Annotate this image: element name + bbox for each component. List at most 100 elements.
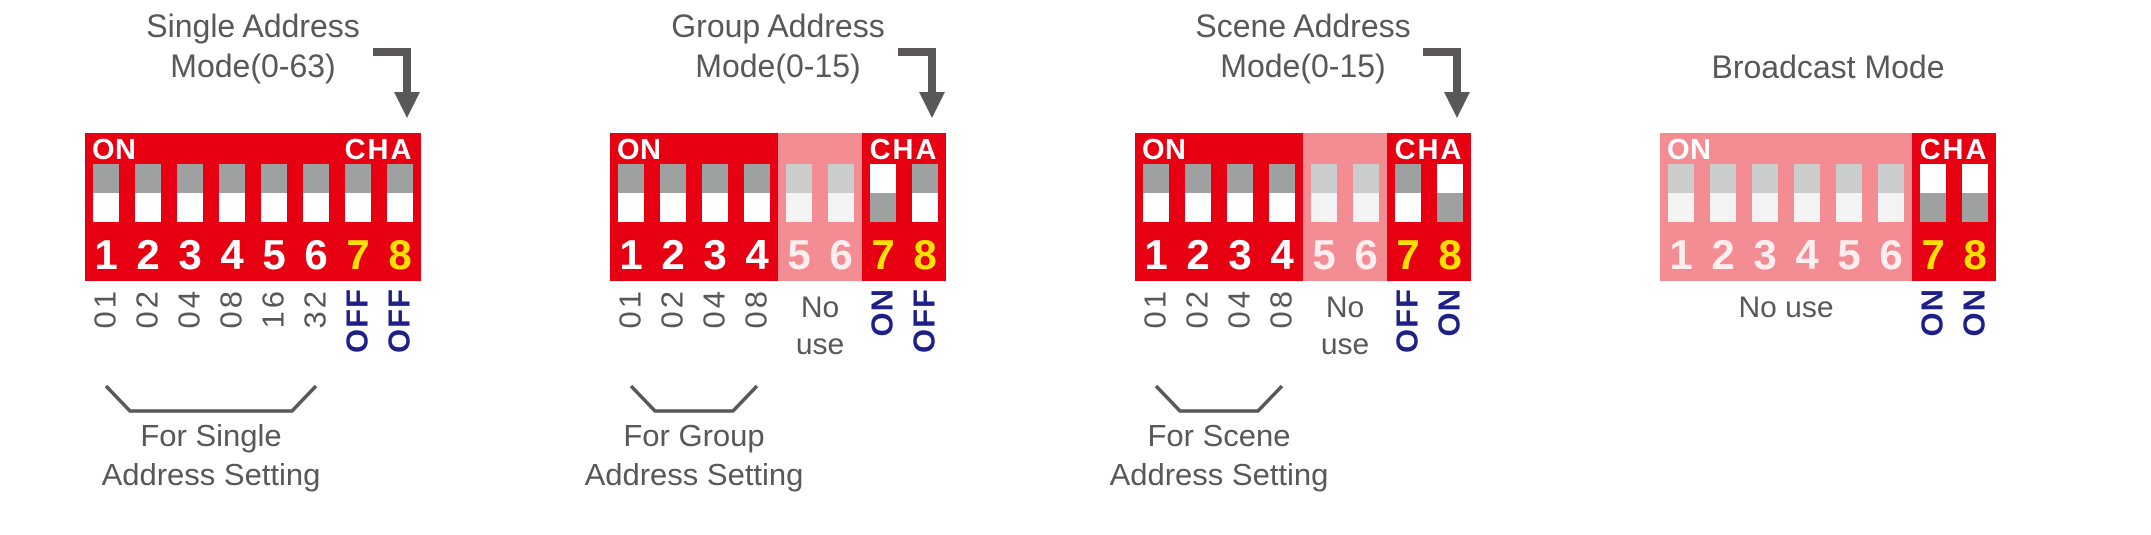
switch-slider bbox=[1920, 164, 1946, 193]
cha-label: CHA bbox=[1919, 134, 1989, 166]
switch-number: 8 bbox=[1438, 231, 1462, 278]
on-label: ON bbox=[92, 134, 137, 166]
switch-track bbox=[1794, 164, 1820, 222]
channel-state-label: ON bbox=[1914, 288, 1950, 337]
no-use-line: No bbox=[800, 291, 840, 324]
channel-state-label: OFF bbox=[339, 288, 375, 353]
switch-slider bbox=[1437, 164, 1463, 193]
switch-number: 8 bbox=[1963, 231, 1987, 278]
panel-title-line: Mode(0-15) bbox=[695, 48, 861, 84]
switch-track bbox=[1143, 164, 1169, 222]
switch-number: 3 bbox=[1753, 231, 1777, 278]
switch-slider bbox=[1668, 193, 1694, 222]
switch-slider bbox=[345, 193, 371, 222]
switch-slider bbox=[135, 193, 161, 222]
switch-slider bbox=[93, 193, 119, 222]
dip-switch-2: 2 bbox=[652, 133, 694, 281]
switch-track bbox=[1311, 164, 1337, 222]
switch-number: 8 bbox=[913, 231, 937, 278]
channel-state-label: ON bbox=[1956, 288, 1992, 337]
switch-track bbox=[387, 164, 413, 222]
switch-slider bbox=[1227, 193, 1253, 222]
dip-switch-4: 4 bbox=[1786, 133, 1828, 281]
switch-slider bbox=[1353, 193, 1379, 222]
dip-switch-2: 2 bbox=[1702, 133, 1744, 281]
channel-state-label: ON bbox=[1431, 288, 1467, 337]
no-use-label: No use bbox=[1303, 289, 1387, 363]
cha-label: CHA bbox=[1394, 134, 1464, 166]
address-value-label: 01 bbox=[612, 288, 648, 329]
switch-track bbox=[1395, 164, 1421, 222]
switch-track bbox=[1962, 164, 1988, 222]
address-value-label: 04 bbox=[1221, 288, 1257, 329]
switch-number: 7 bbox=[1396, 231, 1420, 278]
cha-label: CHA bbox=[344, 134, 414, 166]
dip-switch-4: 4 bbox=[1261, 133, 1303, 281]
dip-switch-1: 1 bbox=[1660, 133, 1702, 281]
switch-slider bbox=[303, 193, 329, 222]
dip-switch-5: 5 bbox=[253, 133, 295, 281]
bracket-caption-line: Address Setting bbox=[584, 457, 804, 492]
on-label: ON bbox=[1142, 134, 1187, 166]
switch-number: 1 bbox=[1669, 231, 1693, 278]
dip-switch-6: 6 bbox=[1345, 133, 1387, 281]
group-bracket bbox=[1153, 383, 1285, 415]
panel-title-line: Scene Address bbox=[1195, 8, 1411, 44]
dip-switch-7: 7 bbox=[337, 133, 379, 281]
dip-switch-4: 4 bbox=[736, 133, 778, 281]
switch-number: 6 bbox=[1879, 231, 1903, 278]
no-use-line: No bbox=[1325, 291, 1365, 324]
dip-switch-3: 3 bbox=[1744, 133, 1786, 281]
switch-slider bbox=[1311, 193, 1337, 222]
no-use-label: No use bbox=[778, 289, 862, 363]
switch-number: 6 bbox=[1354, 231, 1378, 278]
dip-switch-2: 2 bbox=[127, 133, 169, 281]
address-value-label: 08 bbox=[213, 288, 249, 329]
switch-slider bbox=[660, 193, 686, 222]
bracket-caption-line: For Scene bbox=[1147, 418, 1291, 453]
switch-number: 1 bbox=[1144, 231, 1168, 278]
switch-track bbox=[1668, 164, 1694, 222]
switch-track bbox=[135, 164, 161, 222]
switch-number: 3 bbox=[178, 231, 202, 278]
switch-number: 4 bbox=[1270, 231, 1294, 278]
switch-slider bbox=[1878, 193, 1904, 222]
no-use-line: use bbox=[1320, 328, 1370, 361]
switch-slider bbox=[1710, 193, 1736, 222]
switch-slider bbox=[1143, 193, 1169, 222]
switch-number: 1 bbox=[94, 231, 118, 278]
switch-slider bbox=[1185, 193, 1211, 222]
switch-track bbox=[1185, 164, 1211, 222]
group-bracket bbox=[103, 383, 319, 415]
channel-state-label: OFF bbox=[906, 288, 942, 353]
switch-slider bbox=[177, 193, 203, 222]
switch-track bbox=[828, 164, 854, 222]
switch-track bbox=[1269, 164, 1295, 222]
switch-track bbox=[303, 164, 329, 222]
address-value-label: 16 bbox=[255, 288, 291, 329]
on-label: ON bbox=[617, 134, 662, 166]
address-value-label: 08 bbox=[738, 288, 774, 329]
no-use-label: No use bbox=[1660, 289, 1912, 326]
switch-slider bbox=[618, 193, 644, 222]
switch-slider bbox=[1269, 193, 1295, 222]
switch-number: 2 bbox=[661, 231, 685, 278]
switch-slider bbox=[1395, 193, 1421, 222]
switch-slider bbox=[1836, 193, 1862, 222]
switch-track bbox=[1437, 164, 1463, 222]
dip-switch-8: 8 bbox=[1429, 133, 1471, 281]
switch-number: 4 bbox=[745, 231, 769, 278]
panel-title-line: Mode(0-15) bbox=[1220, 48, 1386, 84]
dip-switch-7: 7 bbox=[862, 133, 904, 281]
no-use-line: use bbox=[795, 328, 845, 361]
switch-track bbox=[618, 164, 644, 222]
